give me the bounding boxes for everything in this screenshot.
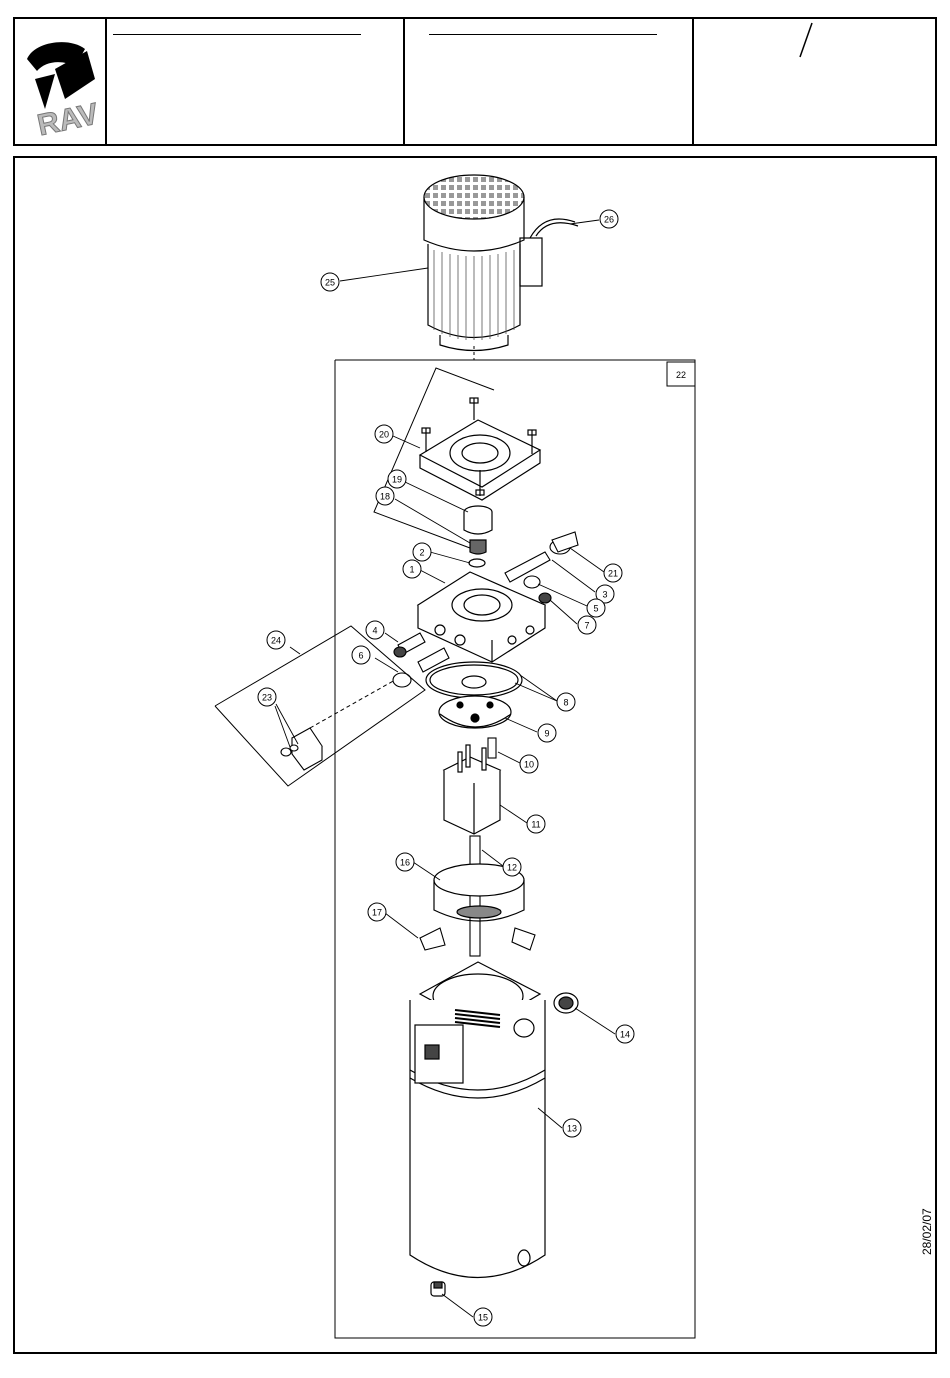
callout-label: 6 <box>358 651 363 661</box>
seal-rings <box>426 662 522 698</box>
callout-label: 25 <box>325 278 335 288</box>
callout-1: 1 <box>403 560 421 578</box>
callout-2: 2 <box>413 543 431 561</box>
callout-label: 23 <box>262 693 272 703</box>
callout-label: 7 <box>584 621 589 631</box>
callout-10: 10 <box>520 755 538 773</box>
callout-21: 21 <box>604 564 622 582</box>
callout-6: 6 <box>352 646 370 664</box>
callout-label: 18 <box>380 492 390 502</box>
callout-17: 17 <box>368 903 386 921</box>
callout-24: 24 <box>267 631 285 649</box>
callout-11: 11 <box>527 815 545 833</box>
callout-label: 21 <box>608 569 618 579</box>
callout-19: 19 <box>388 470 406 488</box>
oil-tank <box>410 962 545 1278</box>
callout-label: 2 <box>419 548 424 558</box>
callout-label: 20 <box>379 430 389 440</box>
callout-label: 26 <box>604 215 614 225</box>
callout-20: 20 <box>375 425 393 443</box>
callout-label: 13 <box>567 1124 577 1134</box>
callout-13: 13 <box>563 1119 581 1137</box>
callout-label: 15 <box>478 1313 488 1323</box>
callout-label: 12 <box>507 863 517 873</box>
solenoid-valves <box>393 633 449 687</box>
pin <box>488 738 496 758</box>
callout-label: 1 <box>409 565 414 575</box>
callout-15: 15 <box>474 1308 492 1326</box>
callout-26: 26 <box>600 210 618 228</box>
callout-label: 17 <box>372 908 382 918</box>
callout-5: 5 <box>587 599 605 617</box>
callout-label: 11 <box>531 820 540 830</box>
motor-flange <box>420 398 540 500</box>
callout-label: 19 <box>392 475 402 485</box>
callout-18: 18 <box>376 487 394 505</box>
callout-14: 14 <box>616 1025 634 1043</box>
callout-16: 16 <box>396 853 414 871</box>
callout-label: 3 <box>602 590 607 600</box>
coupling <box>464 506 492 567</box>
drain-plug <box>431 1282 445 1296</box>
solenoid-kit-box <box>215 626 425 786</box>
callout-label: 14 <box>620 1030 630 1040</box>
callout-7: 7 <box>578 616 596 634</box>
callout-4: 4 <box>366 621 384 639</box>
breather-cap <box>554 993 578 1013</box>
callout-label: 16 <box>400 858 410 868</box>
callout-8: 8 <box>557 693 575 711</box>
drawing-date: 28/02/07 <box>920 1208 934 1255</box>
electric-motor <box>424 175 578 351</box>
callout-25: 25 <box>321 273 339 291</box>
solenoid-coil <box>281 728 322 770</box>
pump-plate <box>439 696 511 728</box>
callout-23: 23 <box>258 688 276 706</box>
callout-label: 8 <box>563 698 568 708</box>
callout-label: 4 <box>372 626 377 636</box>
callout-label: 24 <box>271 636 281 646</box>
callout-12: 12 <box>503 858 521 876</box>
callout-label: 10 <box>524 760 534 770</box>
assembly-label: 22 <box>676 370 686 380</box>
callout-9: 9 <box>538 724 556 742</box>
callout-label: 5 <box>593 604 598 614</box>
callout-label: 9 <box>544 729 549 739</box>
